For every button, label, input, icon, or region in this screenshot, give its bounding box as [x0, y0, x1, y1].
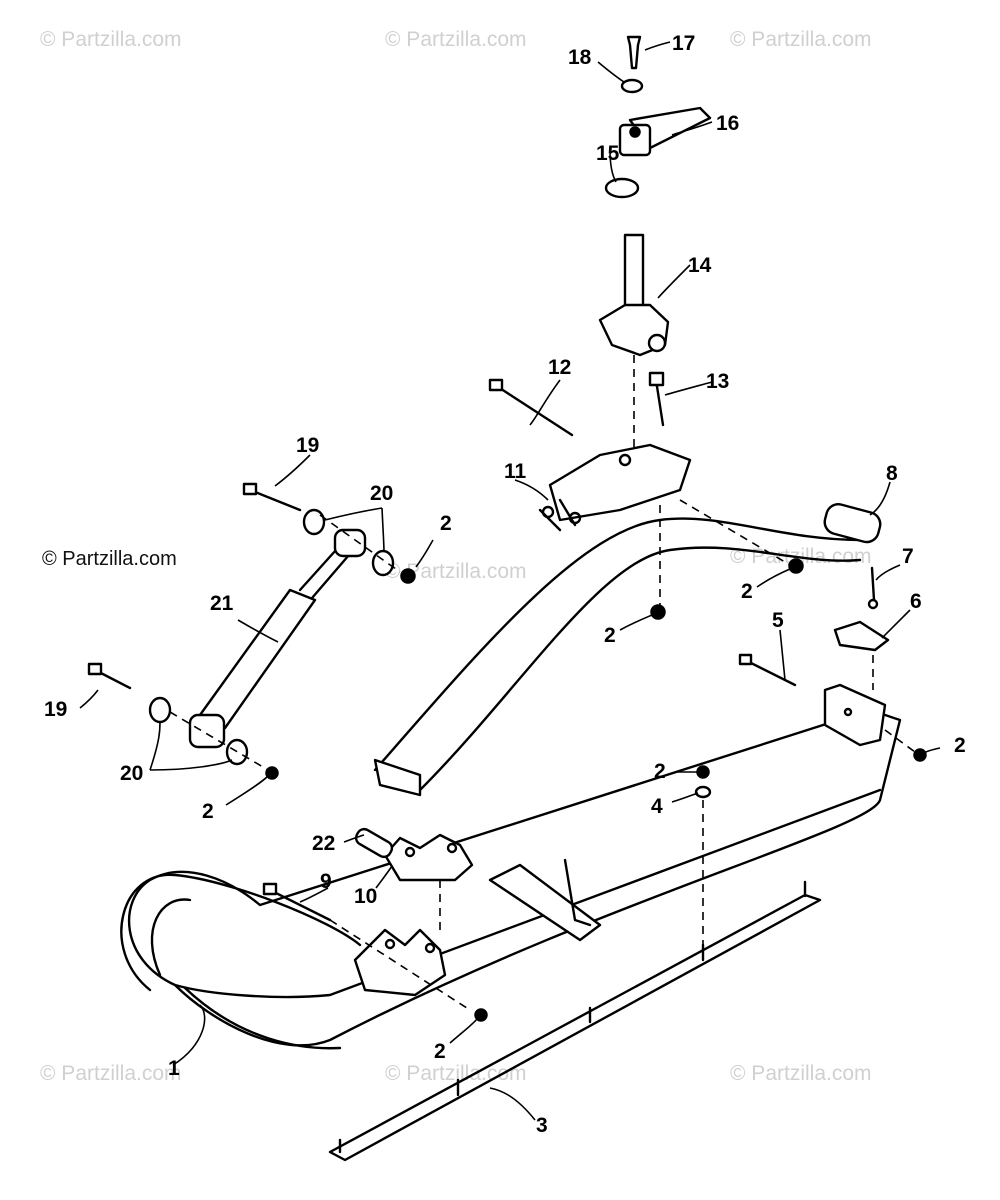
spring-bracket[interactable] — [538, 443, 692, 532]
nut[interactable] — [913, 748, 927, 762]
shock-absorber[interactable] — [188, 528, 367, 749]
bolt-19[interactable] — [87, 662, 132, 690]
bushing[interactable] — [371, 549, 395, 577]
callout-17: 17 — [672, 32, 695, 55]
bolt-19[interactable] — [242, 482, 302, 512]
callout-5: 5 — [772, 609, 784, 632]
watermark-side: © Partzilla.com — [42, 548, 177, 570]
callout-20: 20 — [370, 482, 393, 505]
bolt-5[interactable] — [738, 653, 797, 687]
callout-12: 12 — [548, 356, 571, 379]
callout-11: 11 — [504, 460, 527, 483]
watermark: © Partzilla.com — [40, 1062, 182, 1085]
bolt-13[interactable] — [648, 371, 665, 427]
callout-2: 2 — [954, 734, 966, 757]
steering-arm[interactable] — [618, 106, 712, 157]
assembly-lines — [169, 355, 916, 1011]
callout-16: 16 — [716, 112, 739, 135]
callout-22: 22 — [312, 832, 335, 855]
callout-15: 15 — [596, 142, 620, 165]
bushing[interactable] — [225, 738, 249, 766]
callout-19: 19 — [296, 434, 319, 457]
nut[interactable] — [650, 604, 666, 620]
washer-4[interactable] — [694, 785, 712, 799]
callout-2: 2 — [654, 760, 666, 783]
callout-2: 2 — [741, 580, 753, 603]
callout-4: 4 — [651, 795, 663, 818]
bolt-7[interactable] — [867, 566, 879, 610]
bolt-9[interactable] — [262, 882, 332, 922]
leaf-spring[interactable] — [373, 502, 883, 797]
callout-20: 20 — [120, 762, 143, 785]
callout-9: 9 — [320, 870, 332, 893]
callout-14: 14 — [688, 254, 712, 277]
spindle[interactable] — [598, 233, 670, 357]
spindle-bracket[interactable] — [383, 833, 474, 882]
callout-18: 18 — [568, 46, 592, 69]
callout-7: 7 — [902, 545, 914, 568]
watermark: © Partzilla.com — [730, 28, 872, 51]
watermark: © Partzilla.com — [385, 560, 527, 583]
callout-2: 2 — [440, 512, 452, 535]
bolt-17[interactable] — [626, 35, 642, 70]
ski-rear-bracket[interactable] — [823, 683, 887, 747]
callout-19: 19 — [44, 698, 67, 721]
watermark: © Partzilla.com — [730, 1062, 872, 1085]
callout-3: 3 — [536, 1114, 548, 1137]
callout-2: 2 — [202, 800, 214, 823]
callout-1: 1 — [168, 1057, 180, 1080]
ski-body[interactable] — [120, 708, 902, 1050]
leader-lines — [79, 41, 941, 1121]
washer-18[interactable] — [620, 78, 644, 94]
callout-8: 8 — [886, 462, 898, 485]
callout-2: 2 — [434, 1040, 446, 1063]
plate-6[interactable] — [833, 620, 890, 652]
callout-13: 13 — [706, 370, 729, 393]
nut[interactable] — [265, 766, 279, 780]
callout-6: 6 — [910, 590, 922, 613]
watermark: © Partzilla.com — [385, 28, 527, 51]
callout-21: 21 — [210, 592, 234, 615]
bushing[interactable] — [302, 508, 326, 536]
watermark: © Partzilla.com — [40, 28, 182, 51]
bolt-12[interactable] — [488, 378, 574, 437]
callout-2: 2 — [604, 624, 616, 647]
callout-10: 10 — [354, 885, 377, 908]
ski-front-bracket[interactable] — [353, 928, 447, 997]
nut[interactable] — [400, 568, 416, 584]
bolt-22[interactable] — [354, 827, 395, 860]
nut[interactable] — [788, 558, 804, 574]
callouts: 1 2 2 2 2 2 2 2 3 4 5 6 7 8 9 10 11 12 1… — [44, 32, 966, 1137]
washer-15[interactable] — [604, 177, 640, 199]
bushing[interactable] — [148, 696, 172, 724]
